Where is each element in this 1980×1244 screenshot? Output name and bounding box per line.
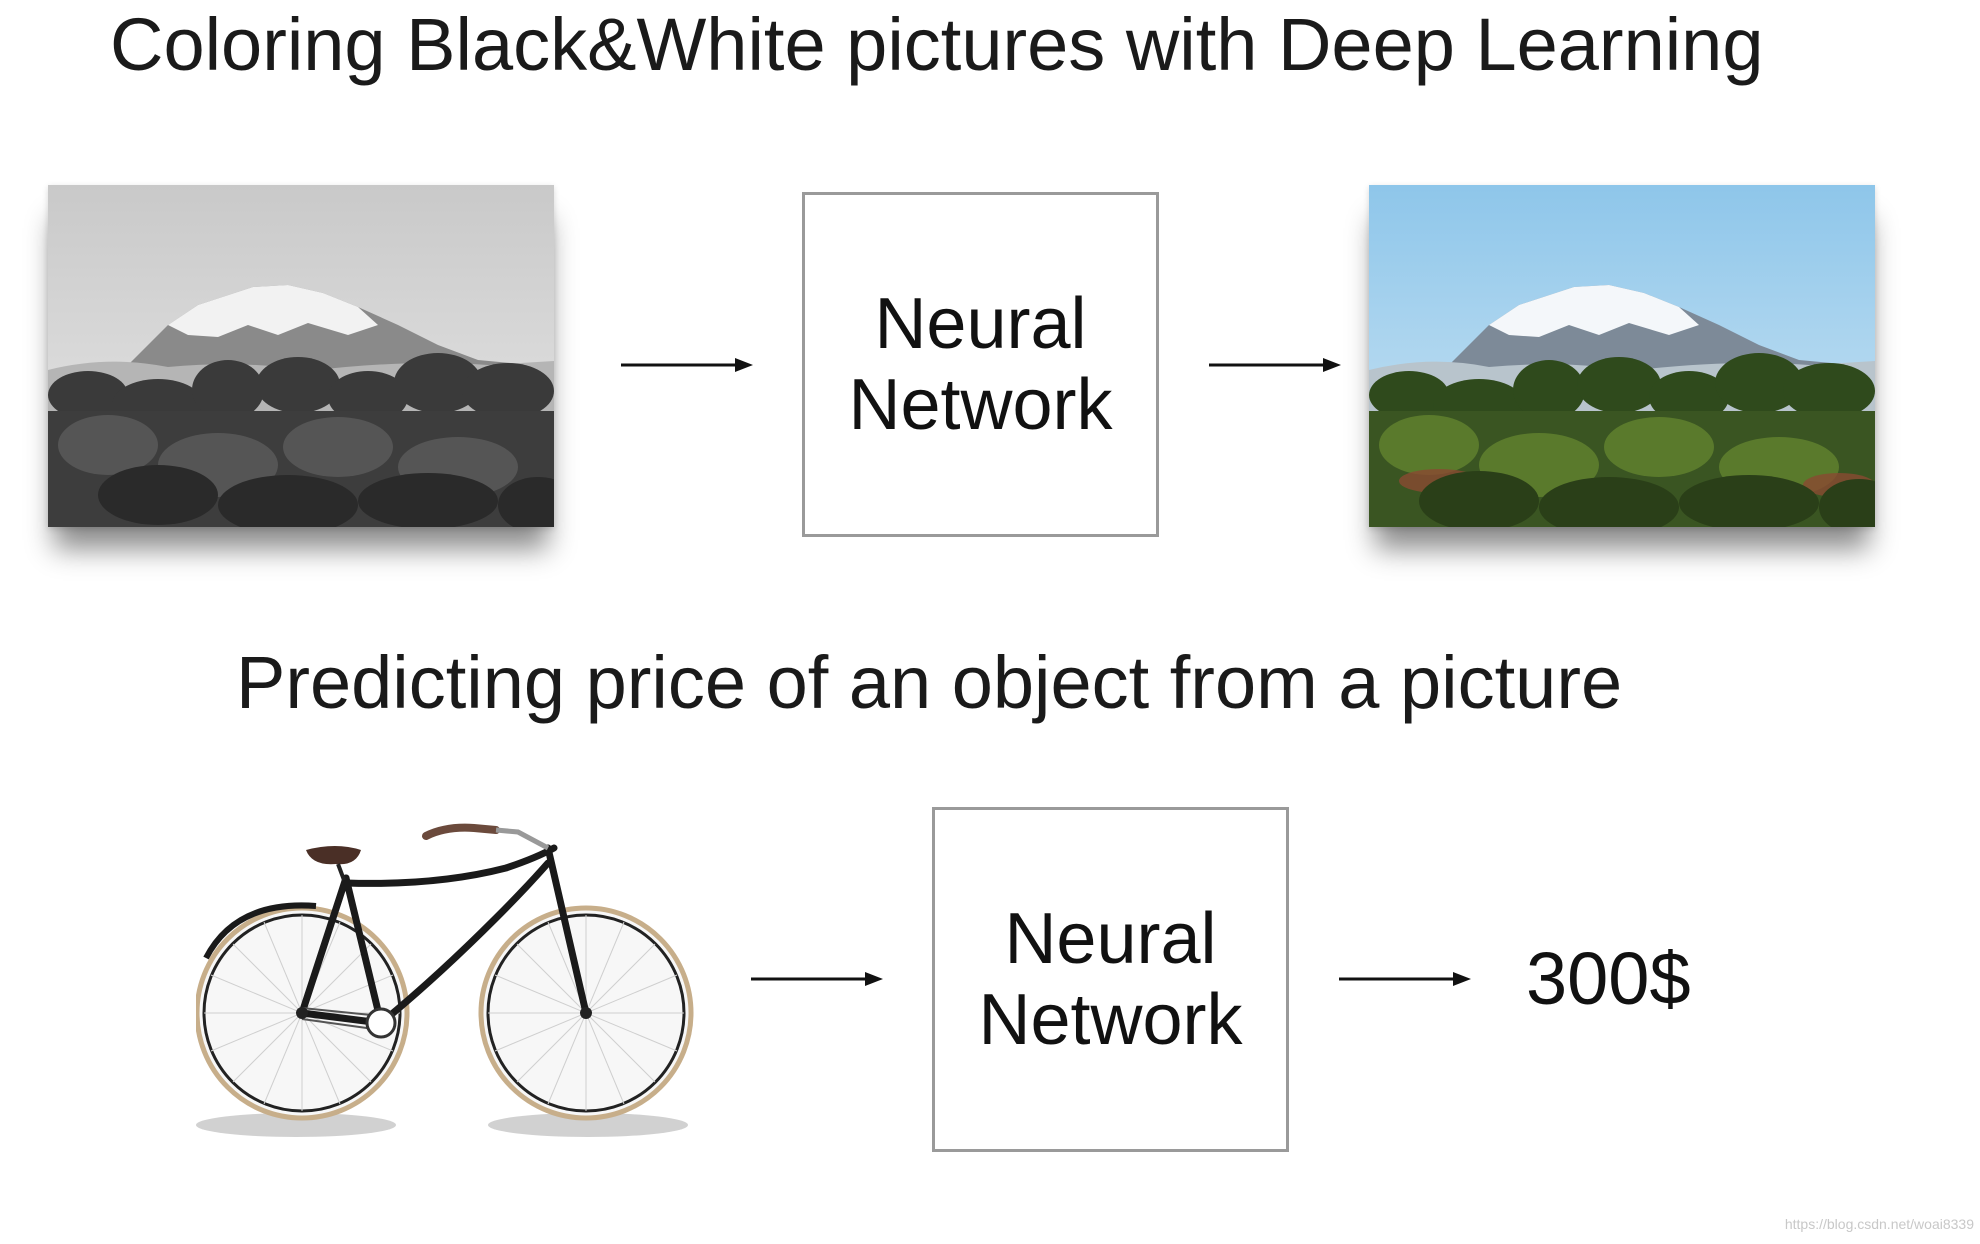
watermark: https://blog.csdn.net/woai8339 — [1784, 1216, 1974, 1232]
right-arrow-icon — [621, 355, 753, 375]
right-arrow-icon — [751, 969, 883, 989]
neural-network-label-line1: Neural — [1004, 898, 1217, 979]
neural-network-label-line2: Network — [978, 979, 1243, 1060]
section-title-price: Predicting price of an object from a pic… — [236, 641, 1623, 724]
output-photo-color — [1369, 185, 1875, 527]
right-arrow-icon — [1209, 355, 1341, 375]
neural-network-box: Neural Network — [802, 192, 1159, 537]
neural-network-label-line2: Network — [848, 364, 1113, 445]
bicycle-illustration — [196, 823, 694, 1137]
mountain-color-image — [1369, 185, 1875, 527]
mountain-grayscale-image — [48, 185, 554, 527]
right-arrow-icon — [1339, 969, 1471, 989]
input-photo-grayscale — [48, 185, 554, 527]
predicted-price: 300$ — [1526, 937, 1691, 1020]
section-title-coloring: Coloring Black&White pictures with Deep … — [110, 3, 1764, 86]
neural-network-label-line1: Neural — [874, 283, 1087, 364]
neural-network-box: Neural Network — [932, 807, 1289, 1152]
